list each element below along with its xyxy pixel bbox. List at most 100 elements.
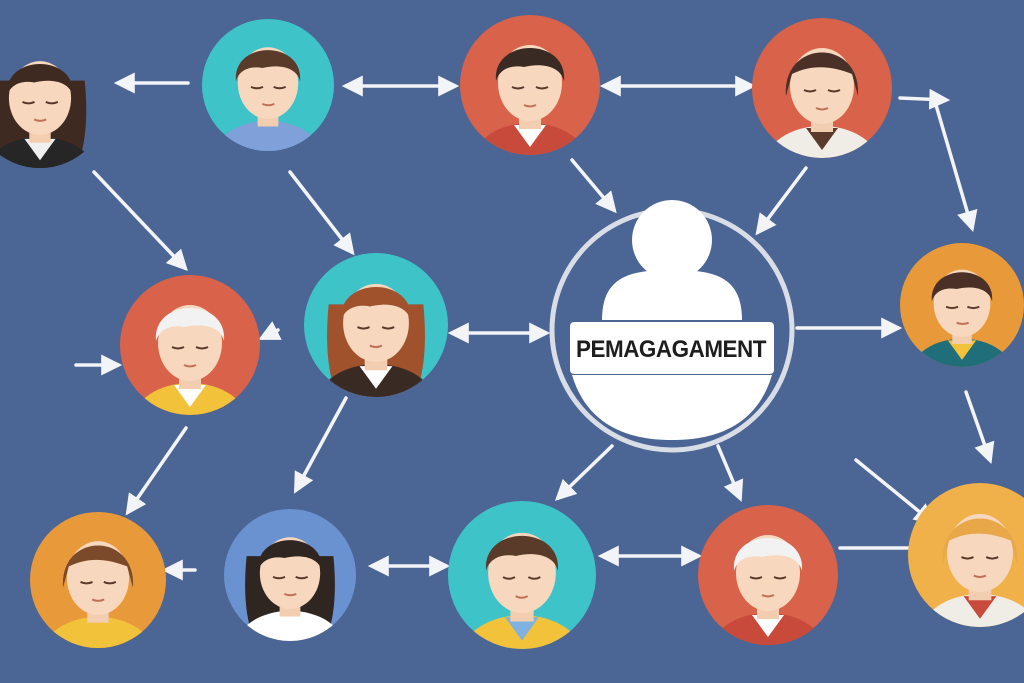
connection-arrow: [288, 170, 355, 256]
connection-arrow: [92, 170, 188, 272]
eye: [357, 326, 370, 330]
person-avatar: [752, 18, 892, 158]
person-avatar: [30, 512, 166, 648]
eye: [945, 305, 959, 310]
connection-arrow: [898, 88, 951, 110]
eye: [803, 89, 817, 93]
eye: [511, 86, 525, 90]
person-avatar: [120, 275, 260, 415]
mouth: [761, 594, 775, 598]
collar: [505, 617, 539, 641]
hub-label: PEMAGAGAMENT: [576, 336, 767, 363]
connection-arrow: [125, 426, 188, 516]
collar: [514, 125, 546, 147]
eye: [171, 346, 185, 350]
hair: [485, 535, 559, 571]
collar: [274, 612, 306, 634]
eye: [103, 581, 117, 585]
mouth: [369, 344, 383, 349]
shirt: [41, 616, 155, 648]
collar: [963, 596, 997, 619]
shirt: [710, 613, 826, 645]
connection-arrow: [964, 390, 995, 464]
shirt: [316, 364, 436, 397]
shirt: [472, 123, 588, 155]
person-avatar: [908, 483, 1024, 627]
collar: [947, 340, 977, 360]
eye: [295, 575, 309, 580]
hair: [733, 538, 803, 571]
person-avatar: [0, 32, 108, 168]
person-avatar: [448, 501, 596, 649]
connection-arrow: [934, 103, 978, 233]
connection-arrow: [854, 458, 936, 525]
eye: [527, 576, 541, 580]
shirt: [460, 615, 584, 649]
eye: [272, 575, 286, 580]
person-avatar: [304, 253, 448, 397]
shirt: [0, 136, 97, 168]
hair: [785, 52, 859, 96]
person-avatar: [224, 509, 356, 641]
hub-label-box: [570, 322, 774, 374]
collar: [359, 366, 393, 389]
shirt: [235, 610, 345, 641]
hair: [931, 272, 993, 302]
hair: [235, 50, 301, 82]
eye: [773, 576, 787, 580]
person-silhouette-icon: [602, 200, 742, 320]
eye: [985, 556, 999, 560]
mouth: [515, 595, 529, 599]
mouth: [973, 574, 987, 579]
mouth: [91, 598, 105, 602]
eye: [966, 305, 980, 310]
shirt: [132, 383, 248, 415]
eye: [273, 85, 287, 90]
mouth: [815, 107, 829, 111]
mouth: [261, 102, 275, 107]
people-nodes: [0, 15, 1024, 649]
connection-arrow: [570, 158, 617, 214]
connection-arrow: [554, 444, 614, 501]
mouth: [283, 592, 297, 597]
collar: [252, 122, 284, 144]
eye: [749, 576, 763, 580]
mouth: [523, 104, 537, 108]
person-avatar: [900, 243, 1024, 367]
hair: [340, 286, 412, 321]
mouth: [956, 321, 970, 326]
eye: [502, 576, 516, 580]
connection-arrow: [716, 444, 744, 502]
connection-arrows: [74, 72, 995, 581]
collar: [24, 138, 56, 161]
mouth: [183, 364, 197, 368]
hair: [495, 48, 565, 81]
hub-base: [572, 375, 772, 440]
mouth: [33, 118, 47, 122]
eye: [961, 556, 974, 560]
eye: [250, 85, 264, 90]
hair: [6, 64, 74, 97]
collar: [806, 128, 838, 150]
hair: [155, 308, 225, 341]
eye: [381, 326, 395, 330]
eye: [22, 101, 35, 105]
shirt: [764, 126, 880, 158]
eye: [80, 581, 93, 585]
collar: [174, 385, 206, 407]
eye: [827, 89, 841, 93]
shirt: [213, 120, 323, 151]
connection-arrow: [258, 321, 282, 340]
person-avatar: [460, 15, 600, 155]
connection-arrow: [755, 166, 808, 236]
collar: [752, 615, 784, 637]
person-avatar: [202, 19, 334, 151]
eye: [195, 346, 209, 350]
hair: [257, 540, 323, 572]
eye: [535, 86, 549, 90]
hub-node: PEMAGAGAMENT: [549, 200, 795, 453]
person-avatar: [698, 505, 838, 645]
hair: [942, 518, 1018, 564]
connection-arrow: [293, 396, 348, 494]
